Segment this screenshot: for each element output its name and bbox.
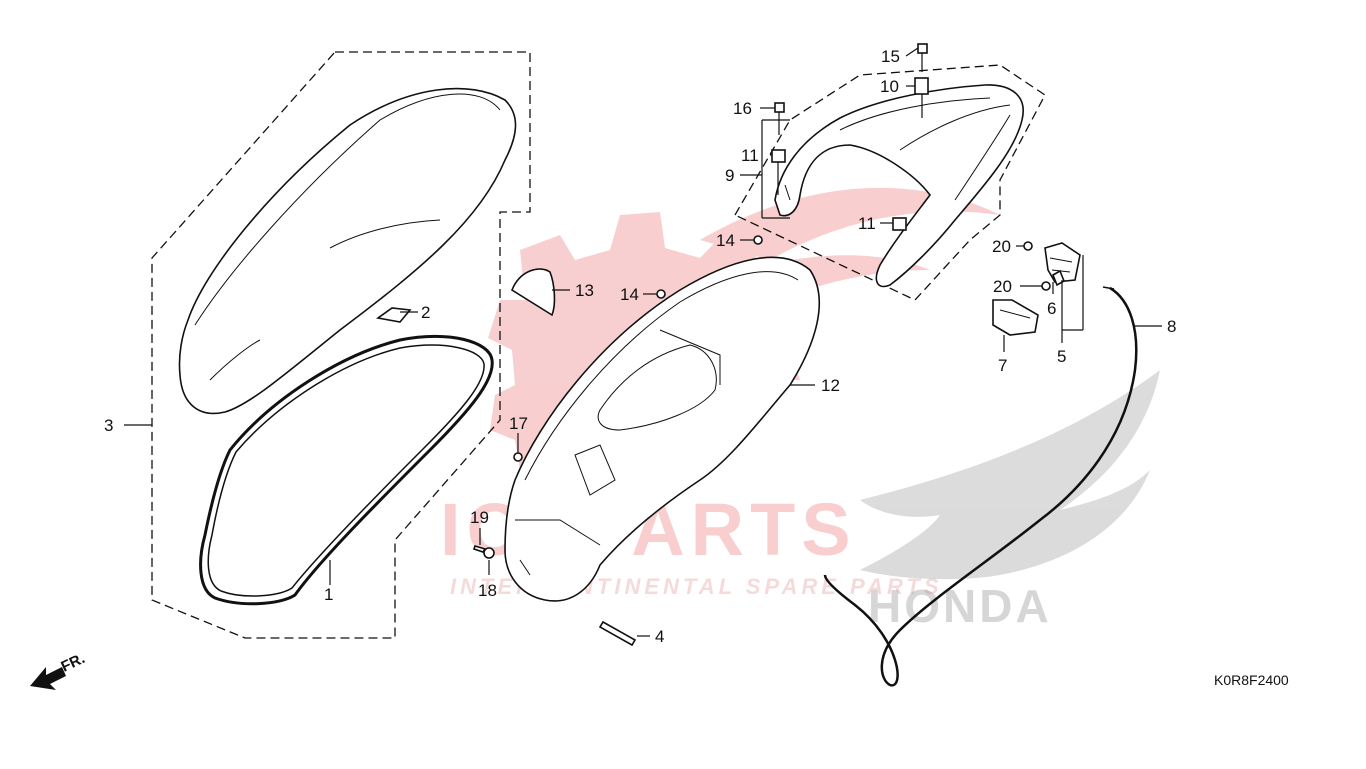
callout-20-upper: 20 <box>992 237 1011 256</box>
callout-13: 13 <box>575 281 594 300</box>
pad <box>511 268 556 317</box>
seat-gasket <box>199 334 494 606</box>
callout-11-lower: 11 <box>858 214 876 233</box>
diagram-code: K0R8F2400 <box>1214 672 1289 688</box>
callout-16: 16 <box>733 99 752 118</box>
carrier-group-outline <box>734 64 1046 301</box>
callout-19: 19 <box>470 508 489 527</box>
seat-lock <box>1044 242 1081 283</box>
watermark-honda-text: HONDA <box>868 580 1052 632</box>
nut-14b <box>656 289 666 299</box>
luggage-box <box>504 256 821 602</box>
callout-4: 4 <box>655 627 664 646</box>
bolt-15 <box>917 43 928 54</box>
cable <box>823 286 1138 687</box>
callout-18: 18 <box>478 581 497 600</box>
rod <box>598 620 637 647</box>
nut-14a <box>753 235 763 245</box>
callout-6: 6 <box>1047 299 1056 318</box>
lock-bracket <box>992 299 1039 336</box>
callout-10: 10 <box>880 77 899 96</box>
screw-20a <box>1023 241 1033 251</box>
bolt-16 <box>774 102 785 113</box>
callout-12: 12 <box>821 376 840 395</box>
seat-group-outline <box>151 51 531 639</box>
front-arrow-icon <box>30 667 66 690</box>
washer-18 <box>483 547 495 559</box>
collar-10 <box>914 77 929 95</box>
callout-2: 2 <box>421 303 430 322</box>
leader-lines <box>124 47 1162 637</box>
callouts: 1 2 3 4 5 6 7 8 9 10 11 11 12 13 14 14 1… <box>104 47 1176 646</box>
collar-11a <box>771 149 786 163</box>
collar-11b <box>892 217 907 231</box>
callout-3: 3 <box>104 416 113 435</box>
callout-1: 1 <box>324 585 333 604</box>
seat-plate <box>375 307 412 323</box>
clip-17 <box>513 452 523 462</box>
callout-20-lower: 20 <box>993 277 1012 296</box>
callout-8: 8 <box>1167 317 1176 336</box>
screw-20b <box>1041 281 1051 291</box>
callout-15: 15 <box>881 47 900 66</box>
callout-14-upper: 14 <box>716 231 735 250</box>
seat <box>178 87 517 415</box>
callout-17: 17 <box>509 414 528 433</box>
front-direction-indicator: FR. <box>30 650 88 690</box>
front-direction-label: FR. <box>59 650 88 676</box>
callout-14-lower: 14 <box>620 285 639 304</box>
pin-19 <box>472 545 487 553</box>
spring-6 <box>1051 269 1066 287</box>
watermark-honda-logo: HONDA <box>860 370 1160 632</box>
honda-wing-icon <box>860 370 1160 580</box>
callout-9: 9 <box>725 166 734 185</box>
callout-7: 7 <box>998 356 1007 375</box>
rear-carrier <box>774 84 1024 288</box>
callout-11-upper: 11 <box>741 146 759 165</box>
callout-5: 5 <box>1057 347 1066 366</box>
